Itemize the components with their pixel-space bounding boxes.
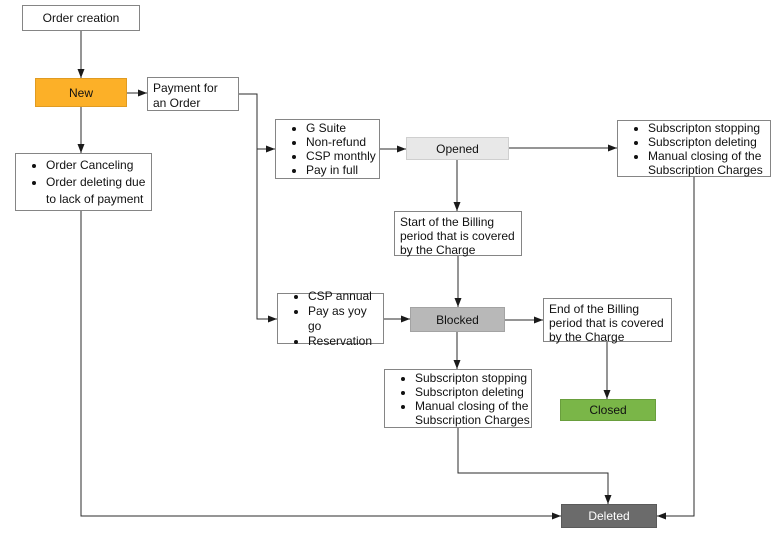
csp-annual-items: CSP annual Pay as yoy go Reservation (278, 289, 383, 349)
edge-cancel-to-deleted (80, 211, 561, 520)
node-order-canceling-list: Order Canceling Order deleting due to la… (15, 153, 152, 211)
order-canceling-items: Order Canceling Order deleting due to la… (16, 157, 151, 208)
node-state-blocked-label: Blocked (436, 312, 479, 327)
list-item: Manual closing of the Subscription Charg… (648, 149, 770, 177)
subscription-stopping-right-items: Subscripton stopping Subscripton deletin… (618, 121, 770, 177)
edge-substopmid-to-deleted (457, 428, 612, 504)
gsuite-items: G Suite Non-refund CSP monthly Pay in fu… (276, 121, 376, 177)
node-start-billing-label: Start of the Billing period that is cove… (400, 215, 515, 257)
list-item: Order Canceling (46, 157, 151, 174)
node-payment-label: Payment for an Order (153, 81, 218, 110)
node-state-opened: Opened (406, 137, 509, 160)
node-state-blocked: Blocked (410, 307, 505, 332)
list-item: Subscripton stopping (648, 121, 770, 135)
edge-substopright-to-deleted (657, 177, 695, 520)
node-state-opened-label: Opened (436, 141, 479, 156)
node-payment-for-order: Payment for an Order (147, 77, 239, 111)
node-state-new: New (35, 78, 127, 107)
list-item: Subscripton stopping (415, 371, 531, 385)
list-item: CSP monthly (306, 149, 376, 163)
node-state-deleted-label: Deleted (588, 509, 630, 523)
node-order-creation: Order creation (22, 5, 140, 31)
node-state-closed-label: Closed (589, 403, 627, 417)
node-state-new-label: New (68, 85, 93, 100)
node-end-billing-period: End of the Billing period that is covere… (543, 298, 672, 344)
list-item: Order deleting due to lack of payment (46, 174, 151, 208)
list-item: Subscripton deleting (648, 135, 770, 149)
node-end-billing-label: End of the Billing period that is covere… (549, 302, 664, 344)
node-state-closed: Closed (560, 399, 656, 421)
node-start-billing-period: Start of the Billing period that is cove… (394, 211, 522, 257)
node-order-creation-label: Order creation (42, 11, 120, 25)
node-subscription-stopping-right: Subscripton stopping Subscripton deletin… (617, 120, 771, 177)
node-gsuite-conditions-list: G Suite Non-refund CSP monthly Pay in fu… (275, 119, 380, 179)
list-item: Manual closing of the Subscription Charg… (415, 399, 531, 427)
list-item: Subscripton deleting (415, 385, 531, 399)
subscription-stopping-middle-items: Subscripton stopping Subscripton deletin… (385, 371, 531, 427)
list-item: CSP annual (308, 289, 383, 304)
list-item: Reservation (308, 334, 383, 349)
node-csp-annual-conditions-list: CSP annual Pay as yoy go Reservation (277, 289, 384, 348)
list-item: Pay in full (306, 163, 376, 177)
list-item: G Suite (306, 121, 376, 135)
node-subscription-stopping-middle: Subscripton stopping Subscripton deletin… (384, 369, 532, 428)
list-item: Pay as yoy go (308, 304, 383, 334)
list-item: Non-refund (306, 135, 376, 149)
node-state-deleted: Deleted (561, 504, 657, 528)
edge-payment-trunk-to-cspannual (239, 93, 277, 323)
